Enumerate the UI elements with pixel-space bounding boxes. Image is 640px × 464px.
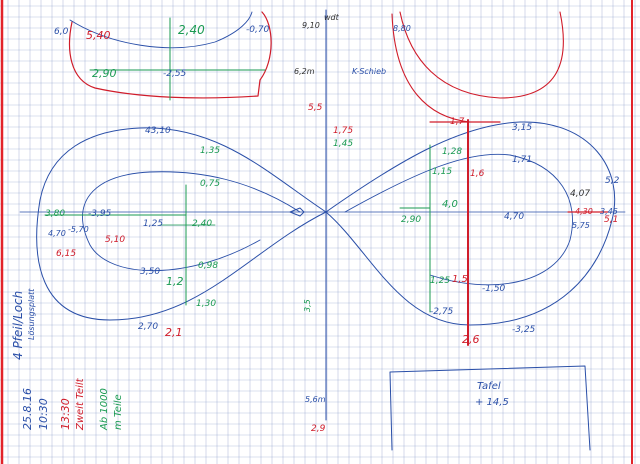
label-t510: 5,10 (105, 235, 126, 245)
label-t125r: 1,25 (430, 276, 451, 286)
label-t17: 1,7 (450, 117, 465, 127)
label-t240b: 2,40 (192, 219, 213, 229)
note-red-1: 13:30 (59, 398, 72, 430)
label-t175: 1,75 (333, 126, 354, 136)
label-kschieb: K-Schieb (352, 67, 387, 76)
note-red-2: Zweit Teilt (75, 378, 86, 430)
right-outer-curve (325, 121, 616, 326)
label-t380: 3,80 (45, 209, 66, 219)
label-t270: 2,70 (138, 322, 159, 332)
note-date: 25.8.16 (21, 388, 34, 430)
note-sub: Lösungsplatt (27, 288, 36, 340)
note-title: 4 Pfeil/Loch (11, 290, 25, 360)
label-t29: 2,9 (311, 424, 326, 434)
label-t070: -0,70 (246, 25, 270, 35)
label-t395: -3,95 (88, 209, 112, 219)
label-t255: -2,55 (163, 69, 187, 79)
label-t880: 8,80 (393, 24, 411, 33)
label-t325: -3,25 (512, 325, 536, 335)
label-t40: 4,0 (442, 199, 458, 210)
label-t470r: 4,70 (504, 212, 525, 222)
label-t125: 1,25 (143, 219, 164, 229)
label-t430: 4,30 (575, 207, 593, 216)
label-t128: 1,28 (442, 147, 463, 157)
label-t290r: 2,90 (401, 215, 422, 225)
label-t315: 3,15 (512, 123, 533, 133)
label-t60: 6,0 (54, 27, 69, 37)
top-left-blue-curve (69, 11, 253, 49)
label-t150: -1,50 (482, 284, 506, 294)
note-green-1: Ab 1000 (99, 388, 110, 430)
label-t130: 1,30 (196, 299, 217, 309)
label-t56m: 5,6m (305, 395, 326, 404)
label-t240: 2,40 (178, 23, 205, 37)
label-t12: 1,2 (166, 275, 184, 288)
label-t540: 5,40 (86, 29, 111, 42)
label-t098: 0,98 (198, 261, 219, 271)
label-t115: 1,15 (432, 167, 453, 177)
label-wdt: wdt (324, 13, 339, 22)
label-t4310: 43,10 (145, 126, 171, 136)
arrow-right-marks (289, 207, 305, 217)
tafel-box (389, 365, 591, 451)
right-inner-curve (344, 153, 573, 286)
top-right-red-shape (399, 11, 564, 99)
label-t16: 1,6 (470, 169, 485, 179)
label-t470: 4,70 (48, 229, 66, 238)
label-t350: 3,50 (140, 267, 161, 277)
label-t15: 1,5 (452, 274, 468, 285)
label-t620: 6,2m (294, 67, 315, 76)
label-t55: 5,5 (308, 103, 323, 113)
left-outer-curve (36, 127, 327, 321)
label-t145: 1,45 (333, 139, 354, 149)
note-time: 10:30 (37, 398, 50, 430)
label-t51: 5,1 (604, 215, 619, 225)
label-t290: 2,90 (92, 67, 117, 80)
top-right-red-shape2 (391, 13, 471, 123)
note-green-2: m Teile (113, 394, 124, 430)
label-t275: -2,75 (430, 307, 454, 317)
label-t21: 2,1 (165, 326, 183, 339)
label-t407: 4,07 (570, 189, 591, 199)
label-t345: 3,45 (600, 207, 618, 216)
label-t1475: + 14,5 (475, 397, 509, 408)
label-t52: 5,2 (605, 176, 620, 186)
label-t171: 1,71 (512, 155, 533, 165)
label-t615: 6,15 (56, 249, 77, 259)
label-t135: 1,35 (200, 146, 221, 156)
left-inner-curve (82, 171, 301, 272)
label-tafel: Tafel (477, 381, 501, 392)
top-left-red-shape (68, 11, 272, 99)
label-t26: 2,6 (462, 333, 480, 346)
label-t575: 5,75 (572, 221, 590, 230)
label-t570: -5,70 (68, 225, 89, 234)
label-t910: 9,10 (302, 21, 320, 30)
label-t075: 0,75 (200, 179, 221, 189)
label-t351: 3,5 (303, 299, 312, 312)
